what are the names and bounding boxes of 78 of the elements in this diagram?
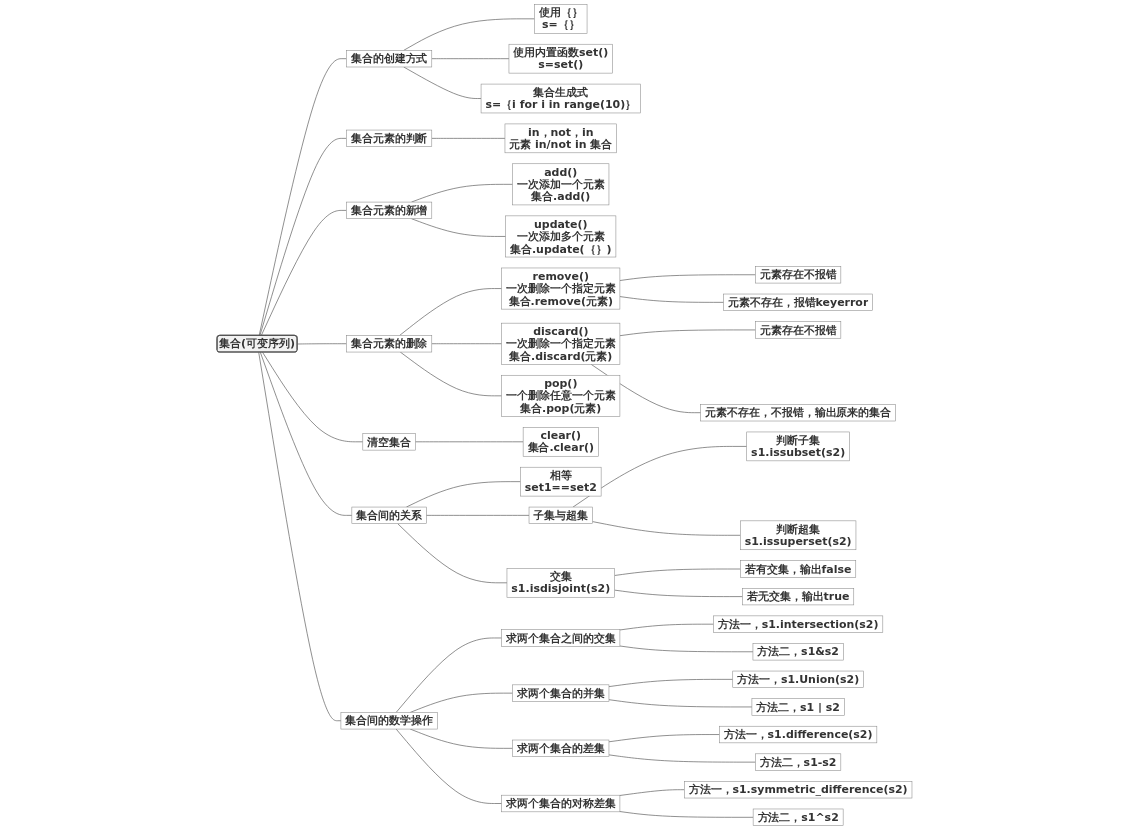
connector xyxy=(431,343,502,345)
connector xyxy=(403,18,535,51)
node-box: 判断子集 s1.issubset(s2) xyxy=(746,431,850,462)
connector xyxy=(431,138,506,139)
node-box: pop() 一个删除任意一个元素 集合.pop(元素) xyxy=(501,374,621,417)
node-box: add() 一次添加一个元素 集合.add() xyxy=(512,163,610,206)
node-box: 求两个集合的差集 xyxy=(512,739,610,757)
node-box: 集合间的数学操作 xyxy=(340,712,438,730)
connector xyxy=(260,352,353,516)
node-box: 使用｛｝ s=｛｝ xyxy=(534,4,588,34)
node-box: 集合的创建方式 xyxy=(346,50,433,68)
node-box: 相等 set1==set2 xyxy=(520,466,602,497)
connector xyxy=(406,481,521,508)
node-box: 方法二，s1 | s2 xyxy=(751,698,845,716)
connector xyxy=(614,589,743,597)
node-box: 元素不存在，报错keyerror xyxy=(723,293,873,311)
node-box: 方法一，s1.symmetric_difference(s2) xyxy=(684,781,913,799)
node-box: 方法二，s1-s2 xyxy=(755,753,842,771)
connector xyxy=(399,288,502,336)
connector xyxy=(403,66,482,99)
node-box: 集合元素的删除 xyxy=(346,335,433,353)
node-box: in，not，in 元素 in/not in 集合 xyxy=(504,123,617,154)
connector xyxy=(431,58,510,59)
node-box: 子集与超集 xyxy=(528,506,593,524)
connector xyxy=(590,363,702,413)
connector xyxy=(260,210,347,336)
node-box: update() 一次添加多个元素 集合.update(｛｝) xyxy=(505,215,617,258)
connector xyxy=(415,441,524,443)
connector xyxy=(411,218,506,237)
connector xyxy=(608,679,734,687)
connector xyxy=(426,515,530,516)
node-box: discard() 一次删除一个指定元素 集合.discard(元素) xyxy=(501,322,621,365)
connector xyxy=(395,637,502,713)
node-box: 若无交集，输出true xyxy=(742,588,855,606)
node-box: 集合生成式 s=｛i for i in range(10)｝ xyxy=(480,83,641,114)
connector xyxy=(397,523,508,584)
connector xyxy=(619,811,754,818)
node-box: 元素存在不报错 xyxy=(755,266,842,284)
connector xyxy=(619,296,724,303)
connector xyxy=(262,352,364,443)
node-box: 集合元素的判断 xyxy=(346,129,433,147)
connector xyxy=(258,58,347,336)
node-box: 集合间的关系 xyxy=(351,506,427,524)
node-box: 使用内置函数set() s=set() xyxy=(508,43,613,74)
connector xyxy=(619,789,685,796)
connector xyxy=(608,699,753,708)
connector xyxy=(608,754,756,763)
node-box: 方法一，s1.intersection(s2) xyxy=(713,615,884,633)
node-box: remove() 一次删除一个指定元素 集合.remove(元素) xyxy=(501,267,621,310)
connector xyxy=(592,521,741,536)
connector xyxy=(619,329,756,337)
connector xyxy=(608,734,720,743)
node-box: 求两个集合之间的交集 xyxy=(501,629,621,647)
connector xyxy=(297,343,347,345)
connector xyxy=(399,351,502,397)
connector xyxy=(619,623,714,631)
connector xyxy=(614,568,741,576)
connector xyxy=(258,352,342,722)
node-box: 方法一，s1.difference(s2) xyxy=(719,725,878,744)
node-box: 元素存在不报错 xyxy=(755,321,842,339)
connector xyxy=(619,645,754,653)
node-box: 交集 s1.isdisjoint(s2) xyxy=(506,568,615,598)
node-box: 方法二，s1^s2 xyxy=(752,808,844,826)
node-box: clear() 集合.clear() xyxy=(522,427,599,457)
node-box: 清空集合 xyxy=(362,433,416,451)
node-box: 求两个集合的对称差集 xyxy=(501,794,621,813)
connector xyxy=(395,728,502,804)
node-box: 判断超集 s1.issuperset(s2) xyxy=(740,520,857,550)
connector xyxy=(619,274,756,281)
connector xyxy=(572,446,748,508)
node-box: 方法一，s1.Union(s2) xyxy=(732,670,864,688)
node-box: 方法二，s1&s2 xyxy=(752,643,844,661)
node-box: 若有交集，输出false xyxy=(740,560,857,578)
node-box: 元素不存在，不报错，输出原来的集合 xyxy=(700,404,896,422)
connector xyxy=(411,184,513,203)
node-box: 集合元素的新增 xyxy=(346,201,433,219)
connector xyxy=(259,138,347,336)
node-box: 求两个集合的并集 xyxy=(512,684,610,702)
